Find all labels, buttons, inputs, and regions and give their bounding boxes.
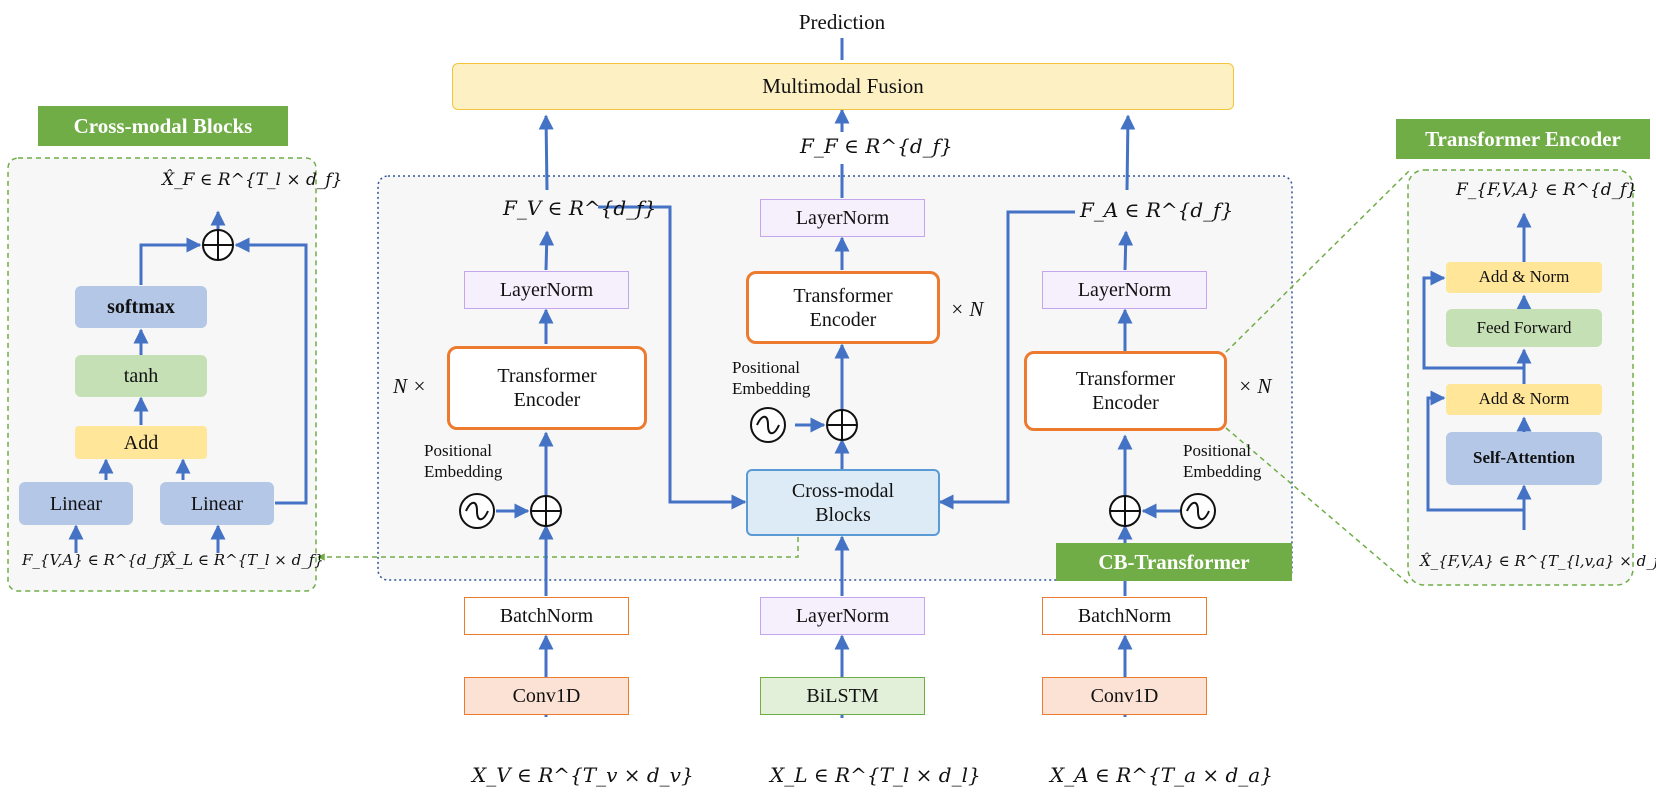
prediction-label: Prediction xyxy=(798,10,886,35)
te-self-attention-box: Self-Attention xyxy=(1446,432,1602,485)
audio-conv1d-box: Conv1D xyxy=(1042,677,1207,715)
te-add-norm-top-box: Add & Norm xyxy=(1446,262,1602,293)
cmb-add-box: Add xyxy=(75,426,207,459)
cmb-input-right-label: X̂_L ∈ R^{T_l × d_f} xyxy=(165,551,324,569)
cmb-linear-right-box: Linear xyxy=(160,482,274,525)
language-transformer-encoder-box: Transformer Encoder xyxy=(746,271,940,344)
cross-modal-blocks-tag: Cross-modal Blocks xyxy=(38,106,288,146)
audio-transformer-encoder-box: Transformer Encoder xyxy=(1024,351,1227,431)
audio-batchnorm-box: BatchNorm xyxy=(1042,597,1207,635)
language-bilstm-box: BiLSTM xyxy=(760,677,925,715)
language-layernorm-input-box: LayerNorm xyxy=(760,597,925,635)
cmb-tanh-box: tanh xyxy=(75,355,207,397)
te-output-label: F_{F,V,A} ∈ R^{d_f} xyxy=(1456,180,1638,200)
audio-repeat-label: × N xyxy=(1238,374,1272,398)
te-feed-forward-box: Feed Forward xyxy=(1446,309,1602,347)
cb-transformer-tag: CB-Transformer xyxy=(1056,543,1292,581)
cmb-input-left-label: F_{V,A} ∈ R^{d_f} xyxy=(22,551,170,569)
audio-output-label: F_A ∈ R^{d_f} xyxy=(1080,198,1234,222)
visual-input-label: X_V ∈ R^{T_v × d_v} xyxy=(472,763,694,787)
visual-output-label: F_V ∈ R^{d_f} xyxy=(503,196,657,220)
multimodal-fusion-box: Multimodal Fusion xyxy=(452,63,1234,110)
te-add-norm-bottom-box: Add & Norm xyxy=(1446,384,1602,415)
language-output-label: F_F ∈ R^{d_f} xyxy=(800,134,953,158)
cmb-softmax-box: softmax xyxy=(75,286,207,328)
visual-repeat-label: N × xyxy=(393,374,427,398)
cmb-linear-left-box: Linear xyxy=(19,482,133,525)
language-positional-embedding-label: Positional Embedding xyxy=(732,358,811,399)
visual-batchnorm-box: BatchNorm xyxy=(464,597,629,635)
audio-positional-embedding-label: Positional Embedding xyxy=(1183,441,1262,482)
transformer-encoder-tag: Transformer Encoder xyxy=(1396,119,1650,159)
te-input-label: X̂_{F,V,A} ∈ R^{T_{l,v,a} × d_f} xyxy=(1420,552,1656,570)
language-repeat-label: × N xyxy=(950,297,984,321)
cmb-output-label: X̂_F ∈ R^{T_l × d_f} xyxy=(162,170,343,190)
visual-positional-embedding-label: Positional Embedding xyxy=(424,441,503,482)
audio-input-label: X_A ∈ R^{T_a × d_a} xyxy=(1050,763,1273,787)
visual-conv1d-box: Conv1D xyxy=(464,677,629,715)
visual-layernorm-box: LayerNorm xyxy=(464,271,629,309)
visual-transformer-encoder-box: Transformer Encoder xyxy=(447,346,647,430)
audio-layernorm-box: LayerNorm xyxy=(1042,271,1207,309)
language-layernorm-box: LayerNorm xyxy=(760,199,925,237)
cross-modal-blocks-box[interactable]: Cross-modal Blocks xyxy=(746,469,940,536)
language-input-label: X_L ∈ R^{T_l × d_l} xyxy=(770,763,981,787)
transformer-encoder-panel xyxy=(1407,169,1634,586)
